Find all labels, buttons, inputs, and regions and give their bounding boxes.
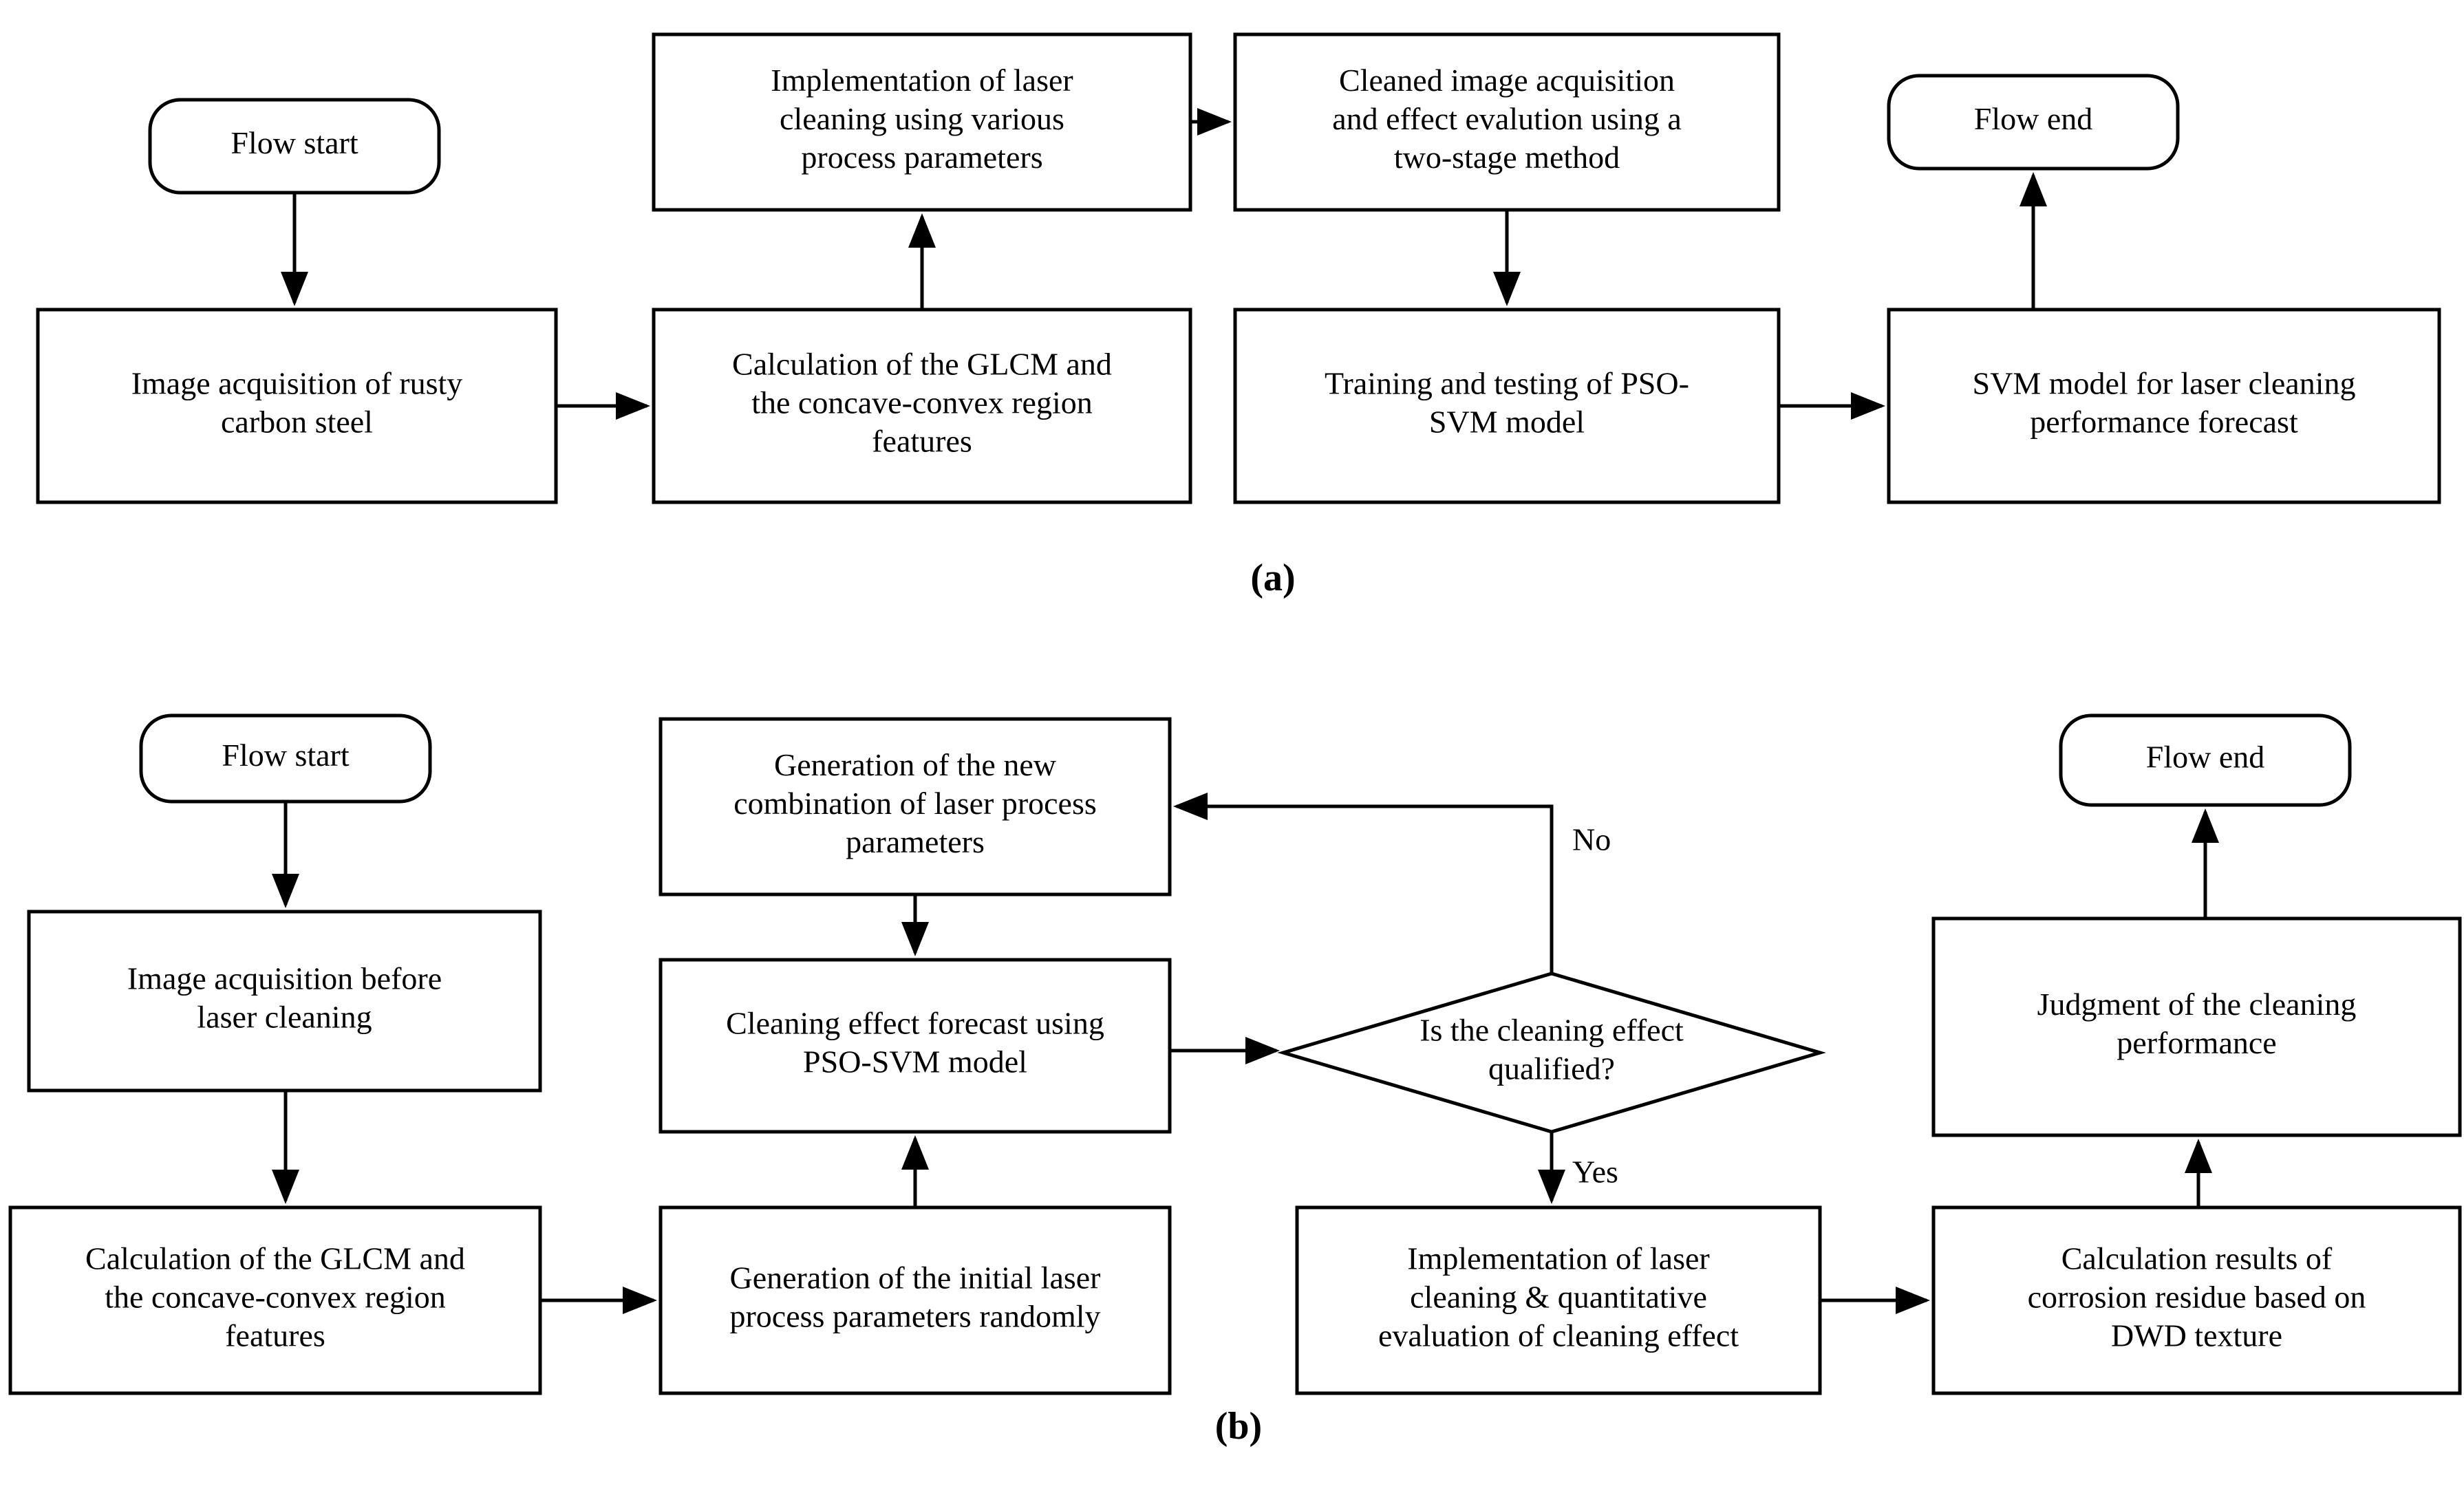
flow-node-b-start[interactable]: Flow start [139, 713, 432, 804]
process-shape [1233, 308, 1781, 504]
node-label: Is the cleaning effect [1420, 1013, 1684, 1048]
node-label: Judgment of the cleaning [2037, 987, 2357, 1022]
node-label: cleaning & quantitative [1410, 1280, 1707, 1315]
flow-node-b-corr[interactable]: Calculation results of corrosion residue … [1931, 1205, 2462, 1395]
node-label: Calculation results of [2061, 1241, 2333, 1276]
connector: Yes [1538, 1132, 1618, 1204]
process-shape [1233, 32, 1781, 212]
node-label: laser cleaning [197, 1000, 372, 1035]
process-shape [658, 1205, 1172, 1395]
node-label: process parameters randomly [729, 1299, 1100, 1334]
process-shape [1887, 308, 2441, 504]
node-label: parameters [846, 824, 985, 859]
node-label: Generation of the initial laser [729, 1260, 1100, 1296]
node-label: corrosion residue based on [2028, 1280, 2366, 1315]
node-label: qualified? [1488, 1051, 1615, 1086]
flow-node-b-end[interactable]: Flow end [2059, 713, 2352, 807]
process-shape [8, 1205, 542, 1395]
node-label: Generation of the new [774, 747, 1057, 782]
flow-node-a-train[interactable]: Training and testing of PSO- SVM model [1233, 308, 1781, 504]
flow-node-a-start[interactable]: Flow start [148, 98, 441, 195]
connector: No [1173, 793, 1611, 974]
node-label: SVM model [1429, 405, 1585, 440]
connector-label: Yes [1572, 1154, 1618, 1190]
node-label: two-stage method [1394, 140, 1620, 175]
decision-shape [1277, 971, 1826, 1134]
node-label: evaluation of cleaning effect [1378, 1318, 1739, 1353]
node-label: Image acquisition before [127, 961, 442, 996]
node-label: Flow start [231, 125, 358, 160]
node-label: DWD texture [2111, 1318, 2282, 1353]
node-label: PSO-SVM model [803, 1044, 1027, 1080]
node-label: Flow end [1974, 101, 2093, 136]
terminator-shape [148, 98, 441, 195]
node-label: Flow end [2146, 740, 2265, 775]
process-shape [658, 717, 1172, 896]
panel-label-a: (a) [1250, 557, 1295, 599]
node-label: Implementation of laser [1407, 1241, 1709, 1276]
process-shape [1931, 1205, 2462, 1395]
process-shape [1295, 1205, 1822, 1395]
node-label: the concave-convex region [105, 1280, 446, 1315]
node-label: Cleaning effect forecast using [726, 1006, 1104, 1041]
process-shape [36, 308, 558, 504]
terminator-shape [2059, 713, 2352, 807]
node-label: Flow start [222, 738, 350, 773]
flow-node-b-glcm[interactable]: Calculation of the GLCM and the concave-c… [8, 1205, 542, 1395]
node-label: SVM model for laser cleaning [1973, 366, 2356, 401]
process-shape [652, 308, 1192, 504]
flow-node-b-img[interactable]: Image acquisition before laser cleaning [27, 910, 542, 1093]
process-shape [652, 32, 1192, 212]
node-label: process parameters [801, 140, 1042, 175]
connector-line [1173, 793, 1554, 974]
terminator-shape [1887, 74, 2180, 171]
node-label: Image acquisition of rusty [131, 366, 463, 401]
flow-node-a-end[interactable]: Flow end [1887, 74, 2180, 171]
panel-label-layer: (a) (b) [1215, 557, 1296, 1448]
flow-node-b-newgen[interactable]: Generation of the new combination of lase… [658, 717, 1172, 896]
flow-node-a-img[interactable]: Image acquisition of rusty carbon steel [36, 308, 558, 504]
node-label: Implementation of laser [771, 63, 1073, 98]
node-label: the concave-convex region [751, 385, 1093, 420]
node-label: Calculation of the GLCM and [85, 1241, 465, 1276]
node-label: carbon steel [221, 405, 373, 440]
node-label: features [225, 1318, 325, 1353]
panel-label-b: (b) [1215, 1405, 1262, 1448]
node-label: cleaning using various [780, 101, 1064, 136]
node-label: Training and testing of PSO- [1325, 366, 1689, 401]
node-label: performance [2117, 1025, 2276, 1060]
node-label: combination of laser process [733, 786, 1097, 821]
terminator-shape [139, 713, 432, 804]
node-label: Cleaned image acquisition [1339, 63, 1675, 98]
node-label: performance forecast [2030, 405, 2298, 440]
connector-label: No [1572, 822, 1611, 857]
process-shape [658, 958, 1172, 1134]
process-shape [27, 910, 542, 1093]
node-label: features [872, 424, 972, 459]
flow-node-b-impl[interactable]: Implementation of laser cleaning & quanti… [1295, 1205, 1822, 1395]
process-shape [1931, 916, 2462, 1137]
flow-node-a-svm[interactable]: SVM model for laser cleaning performance … [1887, 308, 2441, 504]
node-label: and effect evalution using a [1332, 101, 1682, 136]
node-label: Calculation of the GLCM and [732, 347, 1112, 382]
